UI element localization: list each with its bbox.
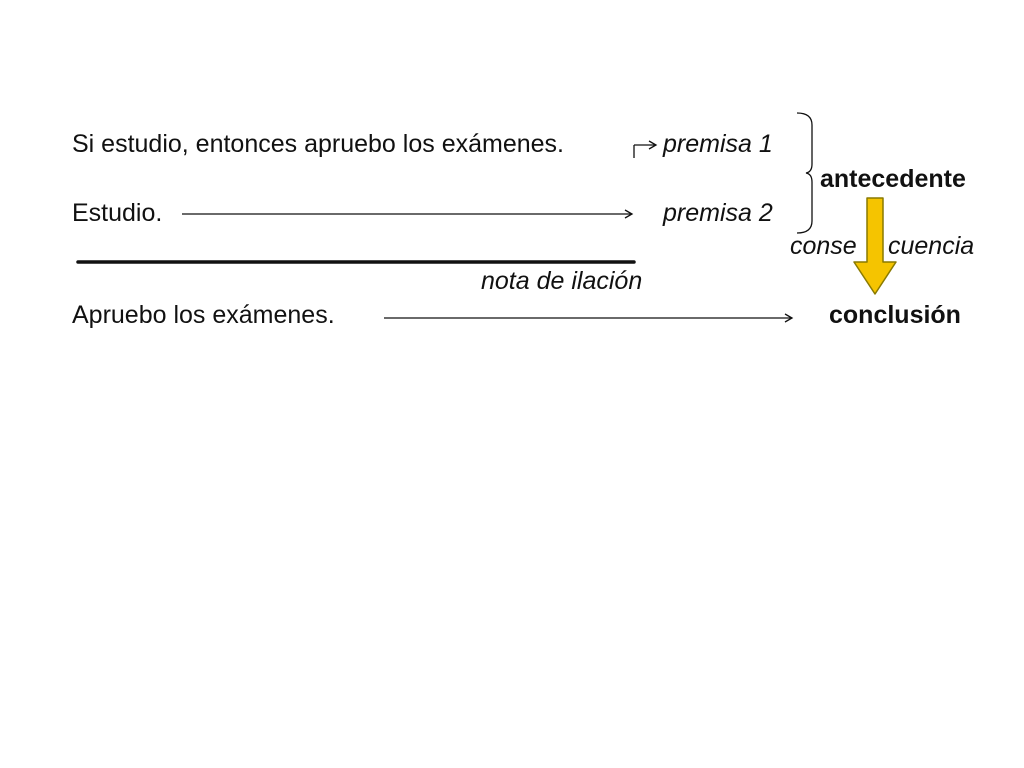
- consequence-label-part1: conse: [790, 232, 857, 260]
- premise2-sentence: Estudio.: [72, 199, 163, 227]
- conclusion-sentence: Apruebo los exámenes.: [72, 301, 335, 329]
- consequence-label-part2: cuencia: [888, 232, 975, 260]
- premise1-label: premisa 1: [663, 130, 773, 158]
- premise2-label: premisa 2: [663, 199, 773, 227]
- antecedent-label: antecedente: [820, 165, 966, 193]
- inference-label: nota de ilación: [481, 267, 643, 295]
- conclusion-label: conclusión: [829, 301, 961, 329]
- down-arrow-icon: [853, 197, 897, 295]
- premise1-sentence: Si estudio, entonces apruebo los exámene…: [72, 130, 564, 158]
- right-curly-bracket-icon: [796, 112, 813, 234]
